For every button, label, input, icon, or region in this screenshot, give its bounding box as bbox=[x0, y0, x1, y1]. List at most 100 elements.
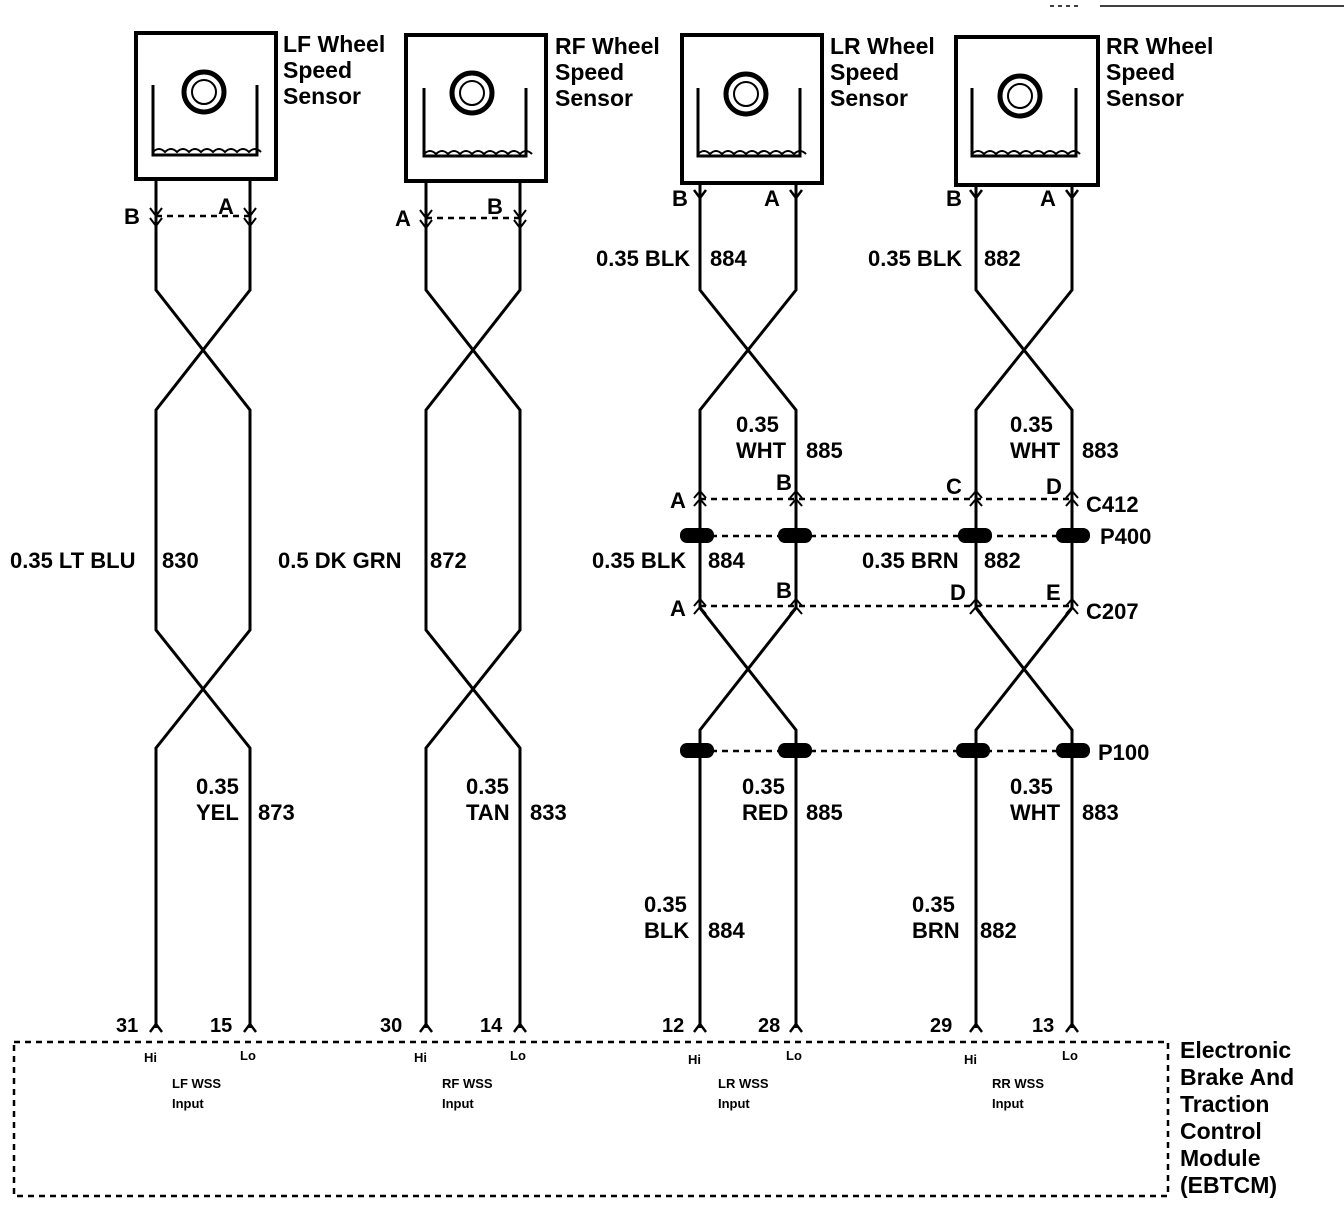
ebtcm-pin-13: 13 bbox=[1032, 1015, 1054, 1037]
rf-sensor-icon bbox=[422, 70, 533, 158]
rf-sensor-title-2: Speed bbox=[555, 59, 624, 85]
ebtcm-pin-29: 29 bbox=[930, 1015, 952, 1037]
rf-sensor-title-3: Sensor bbox=[555, 85, 633, 111]
rr-lo-label: Lo bbox=[1062, 1048, 1078, 1063]
ebtcm-pin-15: 15 bbox=[210, 1015, 232, 1037]
lf-sensor: LF Wheel Speed Sensor bbox=[134, 31, 385, 181]
c412-pin-a: A bbox=[670, 488, 686, 513]
splice-p100: P100 bbox=[680, 740, 1149, 765]
lr-sensor: LR Wheel Speed Sensor bbox=[680, 33, 935, 185]
c207-label: C207 bbox=[1086, 599, 1139, 624]
lf-twisted-wire-color: 0.35 LT BLU bbox=[10, 548, 136, 573]
ebtcm-title-6: (EBTCM) bbox=[1180, 1172, 1277, 1198]
rf-lo-wire-circuit: 833 bbox=[530, 800, 567, 825]
rf-sensor: RF Wheel Speed Sensor bbox=[404, 33, 660, 183]
c412-pin-d: D bbox=[1046, 474, 1062, 499]
rr-bot-lo-wire-color: WHT bbox=[1010, 800, 1061, 825]
lf-sensor-title-3: Sensor bbox=[283, 83, 361, 109]
ebtcm-pin-12: 12 bbox=[662, 1015, 684, 1037]
rf-lo-wire-gauge: 0.35 bbox=[466, 774, 509, 799]
ebtcm-title-4: Control bbox=[1180, 1118, 1262, 1144]
lr-bot-hi-wire-circuit: 884 bbox=[708, 918, 745, 943]
rf-lo-label: Lo bbox=[510, 1048, 526, 1063]
ebtcm-module: 31 15 30 14 12 28 29 13 Hi Lo Hi Lo Hi L… bbox=[12, 1015, 1294, 1198]
rr-mid-hi-wire-color: 0.35 BRN bbox=[862, 548, 959, 573]
ebtcm-title-1: Electronic bbox=[1180, 1037, 1291, 1063]
splice-p400: P400 bbox=[680, 524, 1151, 549]
lr-sensor-title-1: LR Wheel bbox=[830, 33, 935, 59]
lr-mid-hi-wire-circuit: 884 bbox=[708, 548, 745, 573]
lf-wss-input-name: LF WSS bbox=[172, 1076, 221, 1091]
lf-lo-wire-gauge: 0.35 bbox=[196, 774, 239, 799]
rf-twisted-wire-circuit: 872 bbox=[430, 548, 467, 573]
p100-label: P100 bbox=[1098, 740, 1149, 765]
c412-pin-c: C bbox=[946, 474, 962, 499]
c412-label: C412 bbox=[1086, 492, 1139, 517]
rr-sensor-title-2: Speed bbox=[1106, 59, 1175, 85]
lr-bot-lo-wire-gauge: 0.35 bbox=[742, 774, 785, 799]
c207-pin-a: A bbox=[670, 596, 686, 621]
rf-wss-input-name: RF WSS bbox=[442, 1076, 493, 1091]
lf-pin-a-label: A bbox=[218, 194, 234, 219]
ebtcm-pin-30: 30 bbox=[380, 1015, 402, 1037]
lr-wss-input-name: LR WSS bbox=[718, 1076, 769, 1091]
lf-sensor-title-1: LF Wheel bbox=[283, 31, 385, 57]
c207-pin-d: D bbox=[950, 580, 966, 605]
rr-wss-input-name: RR WSS bbox=[992, 1076, 1044, 1091]
lr-bot-hi-wire-color: BLK bbox=[644, 918, 689, 943]
sensor-connector-pins: B A A B B A B A bbox=[124, 186, 1079, 231]
rf-wires bbox=[424, 182, 522, 1028]
lr-top-lo-wire-gauge: 0.35 bbox=[736, 412, 779, 437]
rr-hi-label: Hi bbox=[964, 1052, 977, 1067]
rr-top-hi-wire-color: 0.35 BLK bbox=[868, 246, 962, 271]
rr-top-lo-wire-gauge: 0.35 bbox=[1010, 412, 1053, 437]
lr-wss-input-sub: Input bbox=[718, 1096, 750, 1111]
connector-c207: A B D E C207 bbox=[670, 578, 1139, 624]
p400-label: P400 bbox=[1100, 524, 1151, 549]
rf-wss-input-sub: Input bbox=[442, 1096, 474, 1111]
rr-sensor-title-3: Sensor bbox=[1106, 85, 1184, 111]
lr-bot-hi-wire-gauge: 0.35 bbox=[644, 892, 687, 917]
rr-bot-hi-wire-gauge: 0.35 bbox=[912, 892, 955, 917]
rr-pin-a-label: A bbox=[1040, 186, 1056, 211]
lf-lo-label: Lo bbox=[240, 1048, 256, 1063]
rf-pin-a-label: A bbox=[395, 206, 411, 231]
rr-wires bbox=[974, 186, 1074, 1028]
rf-lo-wire-color: TAN bbox=[466, 800, 510, 825]
lr-top-lo-wire-circuit: 885 bbox=[806, 438, 843, 463]
rf-hi-label: Hi bbox=[414, 1050, 427, 1065]
lf-hi-label: Hi bbox=[144, 1050, 157, 1065]
lf-lo-wire-circuit: 873 bbox=[258, 800, 295, 825]
lf-sensor-title-2: Speed bbox=[283, 57, 352, 83]
rr-bot-lo-wire-circuit: 883 bbox=[1082, 800, 1119, 825]
lr-bot-lo-wire-circuit: 885 bbox=[806, 800, 843, 825]
ebtcm-title-3: Traction bbox=[1180, 1091, 1269, 1117]
lr-lo-label: Lo bbox=[786, 1048, 802, 1063]
ebtcm-pin-31: 31 bbox=[116, 1015, 138, 1037]
lf-lo-wire-color: YEL bbox=[196, 800, 239, 825]
rr-top-lo-wire-color: WHT bbox=[1010, 438, 1061, 463]
c207-pin-e: E bbox=[1046, 580, 1061, 605]
lf-twisted-wire-circuit: 830 bbox=[162, 548, 199, 573]
lr-top-hi-wire-circuit: 884 bbox=[710, 246, 747, 271]
ebtcm-title-2: Brake And bbox=[1180, 1064, 1294, 1090]
lr-sensor-icon bbox=[696, 71, 807, 158]
lr-bot-lo-wire-color: RED bbox=[742, 800, 788, 825]
lr-sensor-title-2: Speed bbox=[830, 59, 899, 85]
rr-sensor-icon bbox=[970, 73, 1081, 158]
rr-mid-hi-wire-circuit: 882 bbox=[984, 548, 1021, 573]
lr-pin-b-label: B bbox=[672, 186, 688, 211]
rr-bot-hi-wire-circuit: 882 bbox=[980, 918, 1017, 943]
lr-mid-hi-wire-color: 0.35 BLK bbox=[592, 548, 686, 573]
lr-sensor-title-3: Sensor bbox=[830, 85, 908, 111]
lf-wires bbox=[154, 180, 252, 1028]
c207-pin-b: B bbox=[776, 578, 792, 603]
rr-bot-hi-wire-color: BRN bbox=[912, 918, 960, 943]
lf-wss-input-sub: Input bbox=[172, 1096, 204, 1111]
c412-pin-b: B bbox=[776, 470, 792, 495]
rr-wss-input-sub: Input bbox=[992, 1096, 1024, 1111]
rr-top-lo-wire-circuit: 883 bbox=[1082, 438, 1119, 463]
lr-pin-a-label: A bbox=[764, 186, 780, 211]
rf-pin-b-label: B bbox=[487, 194, 503, 219]
